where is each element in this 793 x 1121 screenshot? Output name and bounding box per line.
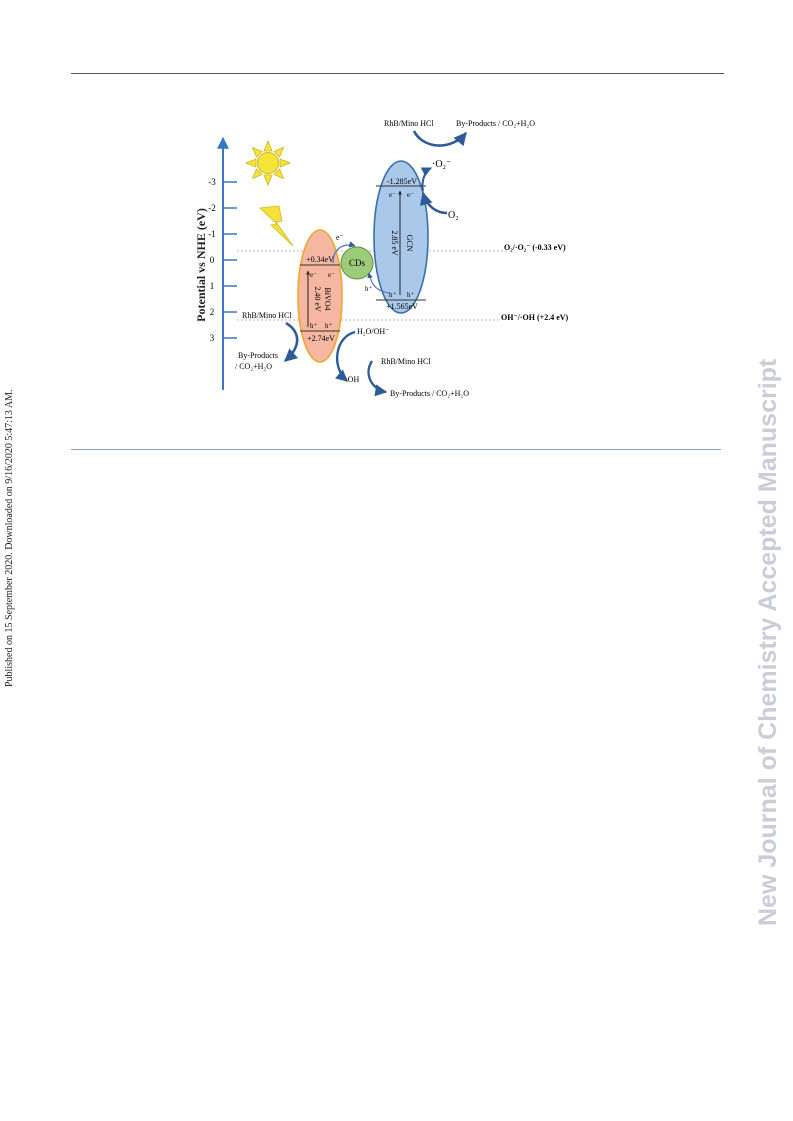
bivo4-hole: h⁺ [325, 322, 333, 330]
oxygen-arrow [419, 191, 448, 215]
top-products-label: By-Products / CO₂+H₂O [456, 119, 535, 128]
journal-watermark: New Journal of Chemistry Accepted Manusc… [754, 358, 782, 926]
gcn-ellipse [373, 160, 429, 314]
figure-bottom-rule [71, 449, 721, 450]
header-rule [71, 73, 724, 74]
hole-transfer-label: h⁺ [365, 285, 373, 293]
left-products-label: By-Products [238, 351, 278, 360]
axis-title: Potential vs NHE (eV) [194, 208, 208, 322]
gcn-name: GCN [405, 235, 414, 252]
tick-label: 2 [210, 307, 215, 317]
bivo4-hole: h⁺ [310, 322, 318, 330]
tick-label: 1 [210, 281, 215, 291]
electron-transfer-arrow [332, 241, 356, 264]
bottom-reactant-label: RhB/Mino HCl [381, 357, 431, 366]
tick-label: -2 [208, 203, 216, 213]
publication-note: Published on 15 September 2020. Download… [4, 389, 15, 688]
bottom-products-label: By-Products / CO₂+H₂O [390, 389, 469, 398]
left-reaction-arrow [284, 321, 299, 362]
bivo4-electron: e⁻ [328, 271, 335, 279]
tick-label: -1 [208, 229, 216, 239]
tick-label: 3 [210, 333, 215, 343]
tick-label: -3 [208, 177, 216, 187]
oxygen-label: O₂ [448, 210, 459, 221]
gcn-vb-label: +1.565eV [386, 302, 418, 311]
h2o-oh-label: H₂O/OH⁻ [357, 327, 389, 336]
gcn-hole: h⁺ [407, 291, 415, 299]
top-reaction-arrow [412, 130, 467, 147]
superoxide-arrow [420, 167, 432, 192]
bivo4-electron: e⁻ [310, 271, 317, 279]
h2o-oxidation-arrow [334, 330, 356, 382]
sun-icon [244, 139, 292, 187]
gcn-gap-label: 2.85 eV [390, 230, 399, 256]
bivo4-gap-label: 2.40 eV [313, 286, 322, 312]
bivo4-name: BiVO4 [323, 287, 332, 310]
axis-ticks: -3 -2 -1 0 1 2 3 [208, 177, 237, 343]
superoxide-label: ·O₂⁻ [432, 159, 451, 170]
ref-label-oh: OH⁻/·OH (+2.4 eV) [501, 313, 569, 322]
bottom-reaction-arrow [367, 360, 388, 397]
gcn-electron: e⁻ [407, 191, 414, 199]
band-diagram-figure: Potential vs NHE (eV) -3 -2 -1 0 1 2 3 + [194, 119, 569, 398]
electron-transfer-label: e⁻ [336, 233, 344, 242]
left-products-label-2: / CO₂+H₂O [235, 362, 272, 371]
gcn-cb-label: -1.285eV [387, 177, 417, 186]
bivo4-cb-label: +0.34eV [306, 255, 334, 264]
bivo4-vb-label: +2.74eV [307, 334, 335, 343]
lightning-icon [259, 205, 294, 247]
gcn-electron: e⁻ [389, 191, 396, 199]
left-reactant-label: RhB/Mino HCl [242, 311, 292, 320]
hydroxyl-label: ·OH [345, 375, 359, 384]
bivo4-ellipse [297, 229, 343, 363]
ref-label-o2: O₂/·O₂⁻ (-0.33 eV) [504, 243, 566, 252]
cds-label: CDs [349, 258, 366, 268]
gcn-hole: h⁺ [389, 291, 397, 299]
top-reactant-label: RhB/Mino HCl [384, 119, 434, 128]
hole-transfer-arrow [367, 272, 390, 294]
tick-label: 0 [210, 255, 215, 265]
cds-circle [340, 246, 374, 280]
